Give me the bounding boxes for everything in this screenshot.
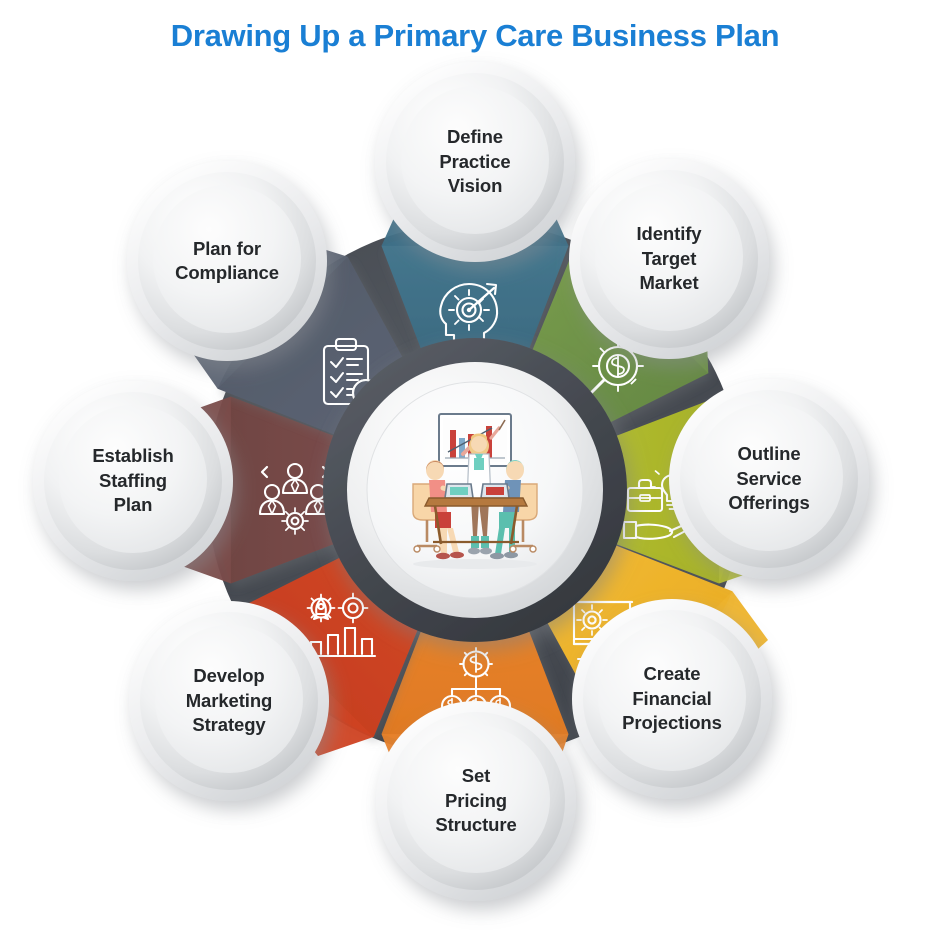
node-label-text: Define Practice Vision [439,126,511,197]
node-establish-staffing-plan[interactable]: Establish Staffing Plan [44,392,222,570]
node-develop-marketing-strategy[interactable]: Develop Marketing Strategy [140,612,318,790]
label-bubbles [33,62,869,901]
center-hub-rings [323,338,627,642]
node-outline-service-offerings[interactable]: Outline Service Offerings [680,390,858,568]
node-label-text: Identify Target Market [636,223,702,294]
page-title: Drawing Up a Primary Care Business Plan [170,18,780,53]
node-label-text: Establish Staffing Plan [92,445,174,516]
node-define-practice-vision[interactable]: Define Practice Vision [386,73,564,251]
node-label-text: Plan for Compliance [175,237,279,283]
node-label-text: Set Pricing Structure [435,765,517,836]
node-label-text: Outline Service Offerings [728,443,810,514]
node-plan-for-compliance[interactable]: Plan for Compliance [138,172,316,350]
node-create-financial-projections[interactable]: Create Financial Projections [583,610,761,788]
node-label-text: Create Financial Projections [622,663,722,734]
node-label-text: Develop Marketing Strategy [185,665,273,736]
node-set-pricing-structure[interactable]: Set Pricing Structure [387,712,565,890]
node-identify-target-market[interactable]: Identify Target Market [580,170,758,348]
